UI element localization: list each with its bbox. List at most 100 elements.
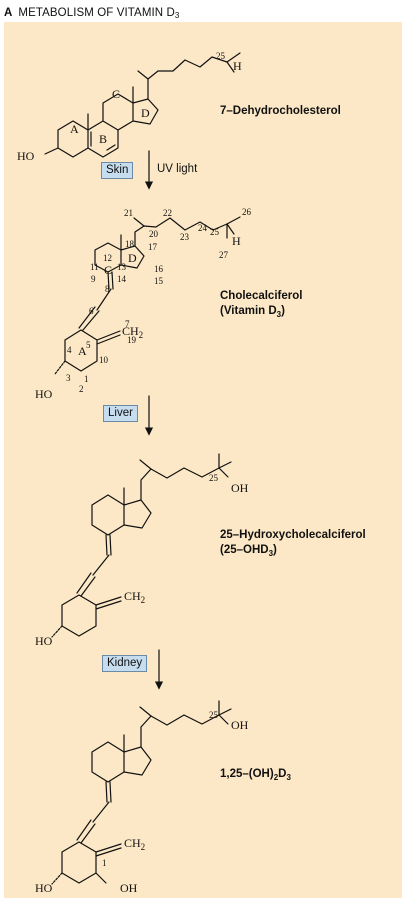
methyl-21 — [139, 459, 152, 470]
carbon-5: 5 — [86, 340, 91, 350]
oh-group-c1: OH — [120, 881, 138, 895]
triene-chain — [92, 554, 110, 576]
calcitriol-part-b: D — [278, 768, 287, 780]
side-chain — [147, 52, 241, 100]
h-group: H — [232, 234, 241, 248]
skin-step-box: Skin — [101, 162, 134, 179]
methyl-21 — [133, 217, 145, 227]
c8-c7-exocyclic-double — [107, 271, 114, 290]
panel-title-subscript: 3 — [174, 11, 180, 20]
carbon-8: 8 — [105, 284, 110, 294]
c7-c8-double-bond — [106, 144, 116, 151]
ring-a — [61, 841, 97, 884]
ho-bond — [44, 147, 59, 155]
oh-group: OH — [231, 481, 249, 495]
line2-end: ) — [273, 544, 277, 556]
ch2-subscript: 2 — [141, 842, 146, 852]
ch2-subscript: 2 — [141, 595, 146, 605]
liver-step-box: Liver — [103, 405, 138, 422]
carbon-7: 7 — [125, 319, 130, 329]
labels-calcitriol: HO OH 1 OH 25 CH2 — [35, 710, 249, 895]
c6-c5-double — [76, 572, 96, 597]
carbon-4: 4 — [67, 345, 72, 355]
oh-bond-c1 — [95, 872, 107, 884]
carbon-17: 17 — [148, 242, 158, 252]
ring-c — [91, 494, 125, 536]
cholecalciferol-line1: Cholecalciferol — [220, 290, 303, 302]
carbon-23: 23 — [180, 232, 190, 242]
carbon-21: 21 — [124, 208, 133, 218]
ch2-main: CH — [124, 589, 141, 603]
ho-group: HO — [17, 149, 35, 163]
methyl-21 — [139, 706, 152, 717]
ring-c — [91, 741, 125, 783]
ring-a — [61, 594, 97, 637]
c25-h-bond — [226, 61, 235, 73]
carbon-25-label: 25 — [209, 710, 219, 720]
line2-sub: 3 — [276, 310, 282, 319]
c6-c5-double — [76, 819, 96, 844]
carbon-15: 15 — [154, 276, 164, 286]
carbon-18: 18 — [125, 239, 135, 249]
carbon-16: 16 — [154, 264, 164, 274]
carbon-1: 1 — [84, 374, 89, 384]
triene-chain — [92, 801, 110, 823]
carbon-25: 25 — [210, 227, 220, 237]
c10-ch2-double — [95, 843, 122, 857]
labels-25-hydroxycholecalciferol: HO OH 25 CH2 — [35, 473, 249, 648]
ho-bond-c3 — [51, 872, 63, 885]
carbon-19: 19 — [127, 335, 137, 345]
carbon-22: 22 — [163, 208, 172, 218]
oh-group-c25: OH — [231, 718, 249, 732]
carbon-27: 27 — [219, 250, 229, 260]
labels-7-dehydrocholesterol: A B C D HO H 25 — [17, 51, 242, 163]
ring-c — [102, 93, 134, 131]
ring-label-a: A — [78, 344, 87, 358]
ho-bond — [51, 625, 63, 638]
ring-label-d: D — [141, 106, 150, 120]
kidney-step-box: Kidney — [102, 655, 148, 672]
ch2-main: CH — [122, 324, 139, 338]
side-chain — [140, 467, 229, 501]
carbon-12: 12 — [103, 253, 112, 263]
carbon-24: 24 — [198, 223, 208, 233]
molecule-25-hydroxycholecalciferol — [51, 453, 232, 638]
hydroxy-line1: 25–Hydroxycholecalciferol — [220, 529, 366, 541]
hydroxy-line2: (25–OHD3) — [220, 543, 366, 558]
ho-group: HO — [35, 881, 53, 895]
cholecalciferol-line2: (Vitamin D3) — [220, 304, 302, 319]
carbon-6: 6 — [89, 306, 94, 316]
calcitriol-part-a: 1,25–(OH) — [220, 768, 274, 780]
compound-name-25-hydroxycholecalciferol: 25–Hydroxycholecalciferol (25–OHD3) — [220, 528, 366, 558]
carbon-26: 26 — [242, 207, 252, 217]
calcitriol-sub-b: 3 — [286, 773, 291, 782]
c7-c6-chain — [96, 288, 112, 311]
diagram-background — [4, 22, 402, 898]
ring-label-c: C — [112, 87, 120, 101]
ring-d — [123, 746, 152, 776]
c25-h-bond — [226, 223, 235, 235]
panel-letter: A — [4, 7, 13, 19]
c8-c7-exocyclic-double — [105, 781, 112, 803]
carbon-3: 3 — [66, 373, 71, 383]
labels-cholecalciferol: C D A HO H CH2 1 2 3 4 5 6 7 8 9 10 11 1… — [35, 207, 252, 401]
molecule-calcitriol — [51, 700, 232, 885]
carbon-20: 20 — [149, 229, 159, 239]
ho-bond — [54, 360, 66, 375]
c6-c5-double — [78, 306, 100, 331]
ch2-group: CH2 — [124, 589, 145, 605]
carbon-25-label: 25 — [209, 473, 219, 483]
carbon-25-label: 25 — [216, 51, 226, 61]
carbon-9: 9 — [91, 274, 96, 284]
ring-d — [123, 499, 152, 529]
carbon-13: 13 — [117, 262, 127, 272]
carbon-1-label: 1 — [102, 858, 107, 868]
ring-label-b: B — [99, 132, 107, 146]
line2-main: (Vitamin D — [220, 305, 277, 317]
ch2-group: CH2 — [124, 836, 145, 852]
c10-c19-double-bond — [96, 330, 121, 345]
h-group: H — [233, 59, 242, 73]
ring-b — [87, 120, 119, 158]
